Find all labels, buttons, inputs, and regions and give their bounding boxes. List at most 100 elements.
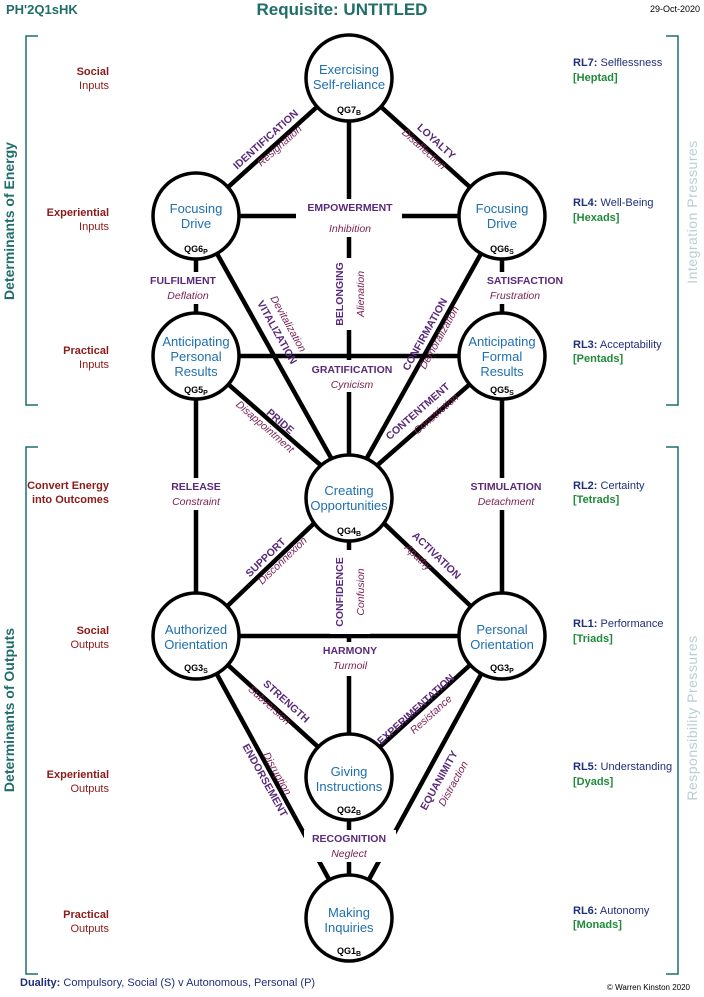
node-qg1: Making Inquiries QG1B bbox=[304, 873, 394, 963]
left-row-label: into Outcomes bbox=[32, 494, 109, 506]
node-qg7: Exercising Self-reliance QG7B bbox=[304, 33, 394, 123]
left-row-label: Convert Energy bbox=[27, 480, 110, 492]
edge-label-deflation: Deflation bbox=[167, 290, 209, 302]
rl-group: [Tetrads] bbox=[573, 494, 620, 506]
rl-label: RL4: Well-Being bbox=[573, 197, 654, 209]
left-row-sublabel: Outputs bbox=[70, 923, 109, 935]
node-qg2: Giving Instructions QG2B bbox=[304, 732, 394, 822]
left-row-label: Practical bbox=[63, 345, 109, 357]
copyright: © Warren Kinston 2020 bbox=[607, 983, 691, 992]
side-label-integration: Integration Pressures bbox=[684, 140, 700, 284]
svg-text:QG6P: QG6P bbox=[184, 244, 208, 256]
edge-label-cynicism: Cynicism bbox=[331, 379, 374, 391]
svg-text:Authorized: Authorized bbox=[165, 622, 227, 637]
left-row-label: Social bbox=[77, 66, 109, 78]
svg-text:QG6S: QG6S bbox=[490, 244, 514, 256]
left-row-sublabel: Inputs bbox=[79, 80, 109, 92]
edge-label-belonging: BELONGING bbox=[334, 262, 346, 326]
svg-text:QG2B: QG2B bbox=[337, 805, 361, 817]
edge-label-recognition: RECOGNITION bbox=[312, 833, 386, 845]
rl-group: [Triads] bbox=[573, 633, 613, 645]
doc-date: 29-Oct-2020 bbox=[650, 4, 700, 14]
edge-label-confidence: CONFIDENCE bbox=[334, 557, 346, 626]
svg-text:QG4B: QG4B bbox=[337, 526, 361, 538]
left-row-sublabel: Outputs bbox=[70, 639, 109, 651]
svg-text:Creating: Creating bbox=[324, 483, 373, 498]
svg-text:Instructions: Instructions bbox=[316, 779, 383, 794]
left-bracket-outputs bbox=[25, 446, 38, 975]
edge-label-constraint: Constraint bbox=[172, 496, 221, 508]
left-row-labels: Social Inputs Experiential Inputs Practi… bbox=[27, 66, 110, 935]
edge-label-detachment: Detachment bbox=[478, 496, 536, 508]
rl-label: RL1: Performance bbox=[573, 618, 664, 630]
svg-text:Personal: Personal bbox=[476, 622, 527, 637]
side-label-responsibility: Responsibility Pressures bbox=[684, 635, 700, 800]
edge-label-alienation: Alienation bbox=[355, 271, 367, 318]
rl-label: RL5: Understanding bbox=[573, 761, 672, 773]
edge-confirmation bbox=[347, 214, 504, 492]
svg-text:Anticipating: Anticipating bbox=[162, 334, 229, 349]
edge-label-harmony: HARMONY bbox=[323, 645, 377, 657]
left-row-sublabel: Inputs bbox=[79, 221, 109, 233]
svg-text:Results: Results bbox=[480, 364, 524, 379]
rl-group: [Hexads] bbox=[573, 212, 620, 224]
svg-text:Self-reliance: Self-reliance bbox=[313, 77, 385, 92]
svg-text:QG5S: QG5S bbox=[490, 385, 514, 397]
svg-text:Focusing: Focusing bbox=[170, 201, 223, 216]
node-qg3s: Authorized Orientation QG3S bbox=[151, 591, 241, 681]
edge-label-empowerment: EMPOWERMENT bbox=[307, 202, 393, 214]
svg-text:Anticipating: Anticipating bbox=[468, 334, 535, 349]
svg-text:Orientation: Orientation bbox=[470, 637, 534, 652]
rl-group: [Heptad] bbox=[573, 72, 618, 84]
edge-equanimity bbox=[347, 634, 504, 918]
node-qg5p: Anticipating Personal Results QG5P bbox=[151, 311, 241, 401]
svg-text:Giving: Giving bbox=[331, 764, 368, 779]
svg-text:Making: Making bbox=[328, 905, 370, 920]
duality-note: Duality: Compulsory, Social (S) v Autono… bbox=[20, 977, 315, 989]
edge-vitalization bbox=[194, 214, 351, 492]
rl-label: RL3: Acceptability bbox=[573, 339, 662, 351]
svg-text:QG3P: QG3P bbox=[490, 663, 514, 675]
node-qg3p: Personal Orientation QG3P bbox=[457, 591, 547, 681]
left-row-label: Experiential bbox=[47, 769, 109, 781]
node-qg5s: Anticipating Formal Results QG5S bbox=[457, 311, 547, 401]
left-row-label: Practical bbox=[63, 909, 109, 921]
edge-label-gratification: GRATIFICATION bbox=[312, 364, 393, 376]
svg-text:Personal: Personal bbox=[170, 349, 221, 364]
doc-code: PH'2Q1sHK bbox=[6, 2, 78, 17]
page-title: Requisite: UNTITLED bbox=[257, 0, 428, 19]
edge-label-release: RELEASE bbox=[171, 481, 221, 493]
svg-text:QG1B: QG1B bbox=[337, 946, 361, 958]
left-row-label: Social bbox=[77, 625, 109, 637]
svg-text:Opportunities: Opportunities bbox=[310, 498, 388, 513]
rl-group: [Pentads] bbox=[573, 353, 623, 365]
edge-label-satisfaction: SATISFACTION bbox=[487, 275, 563, 287]
left-row-sublabel: Inputs bbox=[79, 359, 109, 371]
rl-label: RL2: Certainty bbox=[573, 480, 645, 492]
right-bracket-responsibility bbox=[666, 446, 679, 975]
svg-text:Drive: Drive bbox=[181, 216, 211, 231]
svg-text:Orientation: Orientation bbox=[164, 637, 228, 652]
rl-group: [Dyads] bbox=[573, 776, 614, 788]
svg-text:Results: Results bbox=[174, 364, 218, 379]
left-row-label: Experiential bbox=[47, 207, 109, 219]
svg-text:QG5P: QG5P bbox=[184, 385, 208, 397]
node-qg6s: Focusing Drive QG6S bbox=[457, 171, 547, 261]
left-row-sublabel: Outputs bbox=[70, 783, 109, 795]
edge-label-turmoil: Turmoil bbox=[333, 660, 368, 672]
edge-label-neglect: Neglect bbox=[331, 848, 368, 860]
edge-label-frustration: Frustration bbox=[490, 290, 540, 302]
rl-label: RL7: Selflessness bbox=[573, 57, 663, 69]
side-label-outputs: Determinants of Outputs bbox=[1, 628, 17, 792]
node-qg4: Creating Opportunities QG4B bbox=[304, 453, 394, 543]
svg-text:QG7B: QG7B bbox=[337, 105, 361, 117]
rl-label: RL6: Autonomy bbox=[573, 905, 650, 917]
edge-label-stimulation: STIMULATION bbox=[471, 481, 542, 493]
svg-text:Inquiries: Inquiries bbox=[324, 920, 374, 935]
rl-group: [Monads] bbox=[573, 919, 622, 931]
side-label-energy: Determinants of Energy bbox=[1, 142, 17, 300]
edge-label-inhibition: Inhibition bbox=[329, 223, 371, 235]
svg-text:Drive: Drive bbox=[487, 216, 517, 231]
edge-endorsement bbox=[194, 634, 351, 918]
